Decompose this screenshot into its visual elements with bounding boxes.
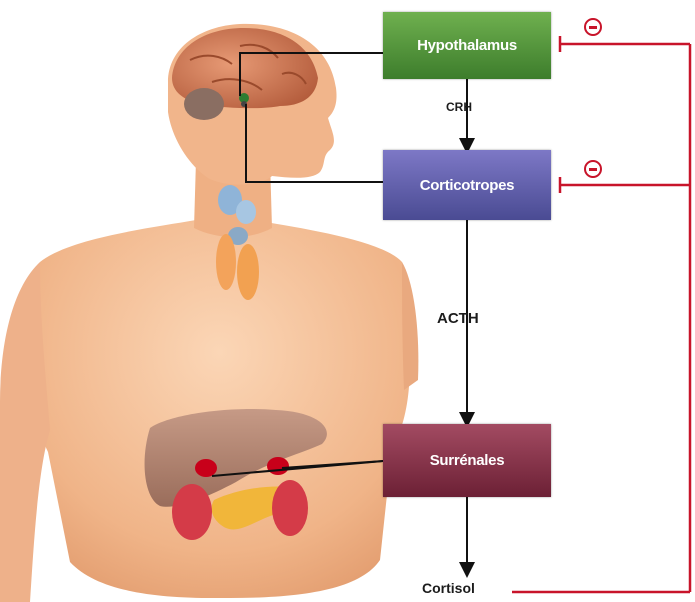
minus-sign-icon	[584, 18, 602, 36]
crh-label: CRH	[446, 100, 472, 114]
surrenales-label: Surrénales	[430, 452, 505, 469]
corticotropes-label: Corticotropes	[420, 177, 514, 194]
corticotropes-box: Corticotropes	[383, 150, 551, 220]
minus-sign-icon	[584, 160, 602, 178]
hypothalamus-box: Hypothalamus	[383, 12, 551, 79]
hypothalamus-label: Hypothalamus	[417, 37, 517, 54]
human-torso-illustration	[0, 24, 418, 602]
right-arm-shape	[402, 262, 418, 390]
left-kidney-shape	[172, 484, 212, 540]
cortisol-label: Cortisol	[422, 580, 475, 596]
left-adrenal-shape	[195, 459, 217, 477]
acth-label: ACTH	[437, 310, 479, 327]
right-adrenal-shape	[267, 457, 289, 475]
right-kidney-shape	[272, 480, 308, 536]
negative-feedback-lines	[512, 36, 690, 592]
cerebellum-shape	[184, 88, 224, 120]
surrenales-box: Surrénales	[383, 424, 551, 497]
